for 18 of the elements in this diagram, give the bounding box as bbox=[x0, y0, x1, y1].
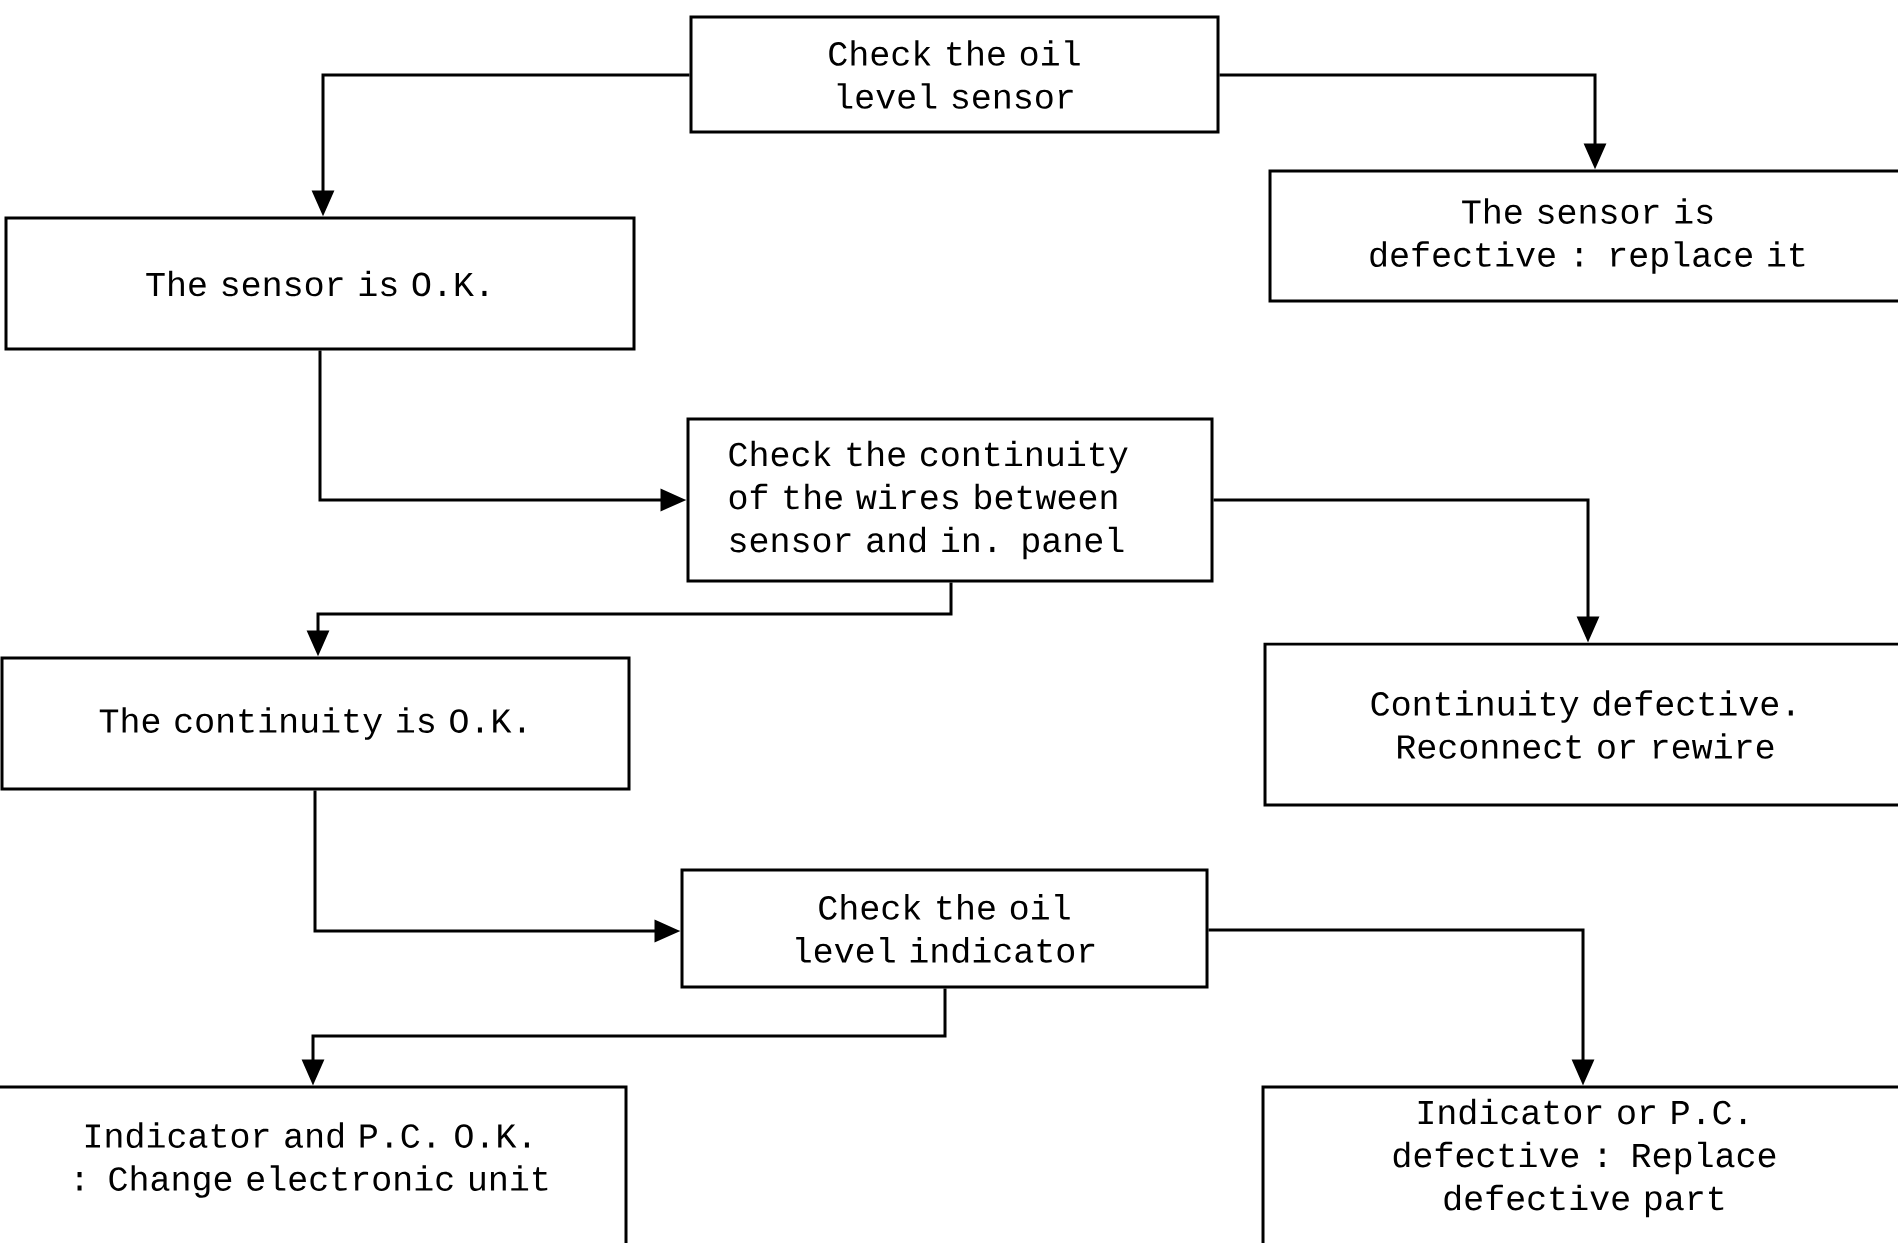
box-text: The sensor is defective : replace it bbox=[1370, 198, 1805, 274]
box-text: The sensor is O.K. bbox=[146, 270, 487, 297]
process-box bbox=[4, 216, 636, 351]
process-box bbox=[1268, 169, 1898, 303]
process-box bbox=[686, 417, 1214, 583]
box-text: Check the oil level indicator bbox=[796, 894, 1095, 963]
process-box bbox=[0, 656, 631, 791]
box-text: Indicator and P.C. O.K. : Change electronic unit bbox=[77, 1122, 548, 1198]
process-box bbox=[1263, 642, 1898, 807]
process-box bbox=[689, 15, 1220, 134]
process-box bbox=[1261, 1085, 1898, 1243]
box-text: Continuity defective. Reconnect or rewire bbox=[1371, 690, 1793, 759]
process-box bbox=[680, 868, 1209, 989]
box-text: Check the oil level sensor bbox=[829, 40, 1080, 109]
box-text: Indicator or P.C. defective : Replace defective part bbox=[1393, 1098, 1776, 1218]
process-box bbox=[0, 1085, 628, 1243]
box-text: Check the continuity of the wires between sensor and in. panel bbox=[729, 440, 1128, 560]
box-text: The continuity is O.K. bbox=[99, 707, 524, 740]
